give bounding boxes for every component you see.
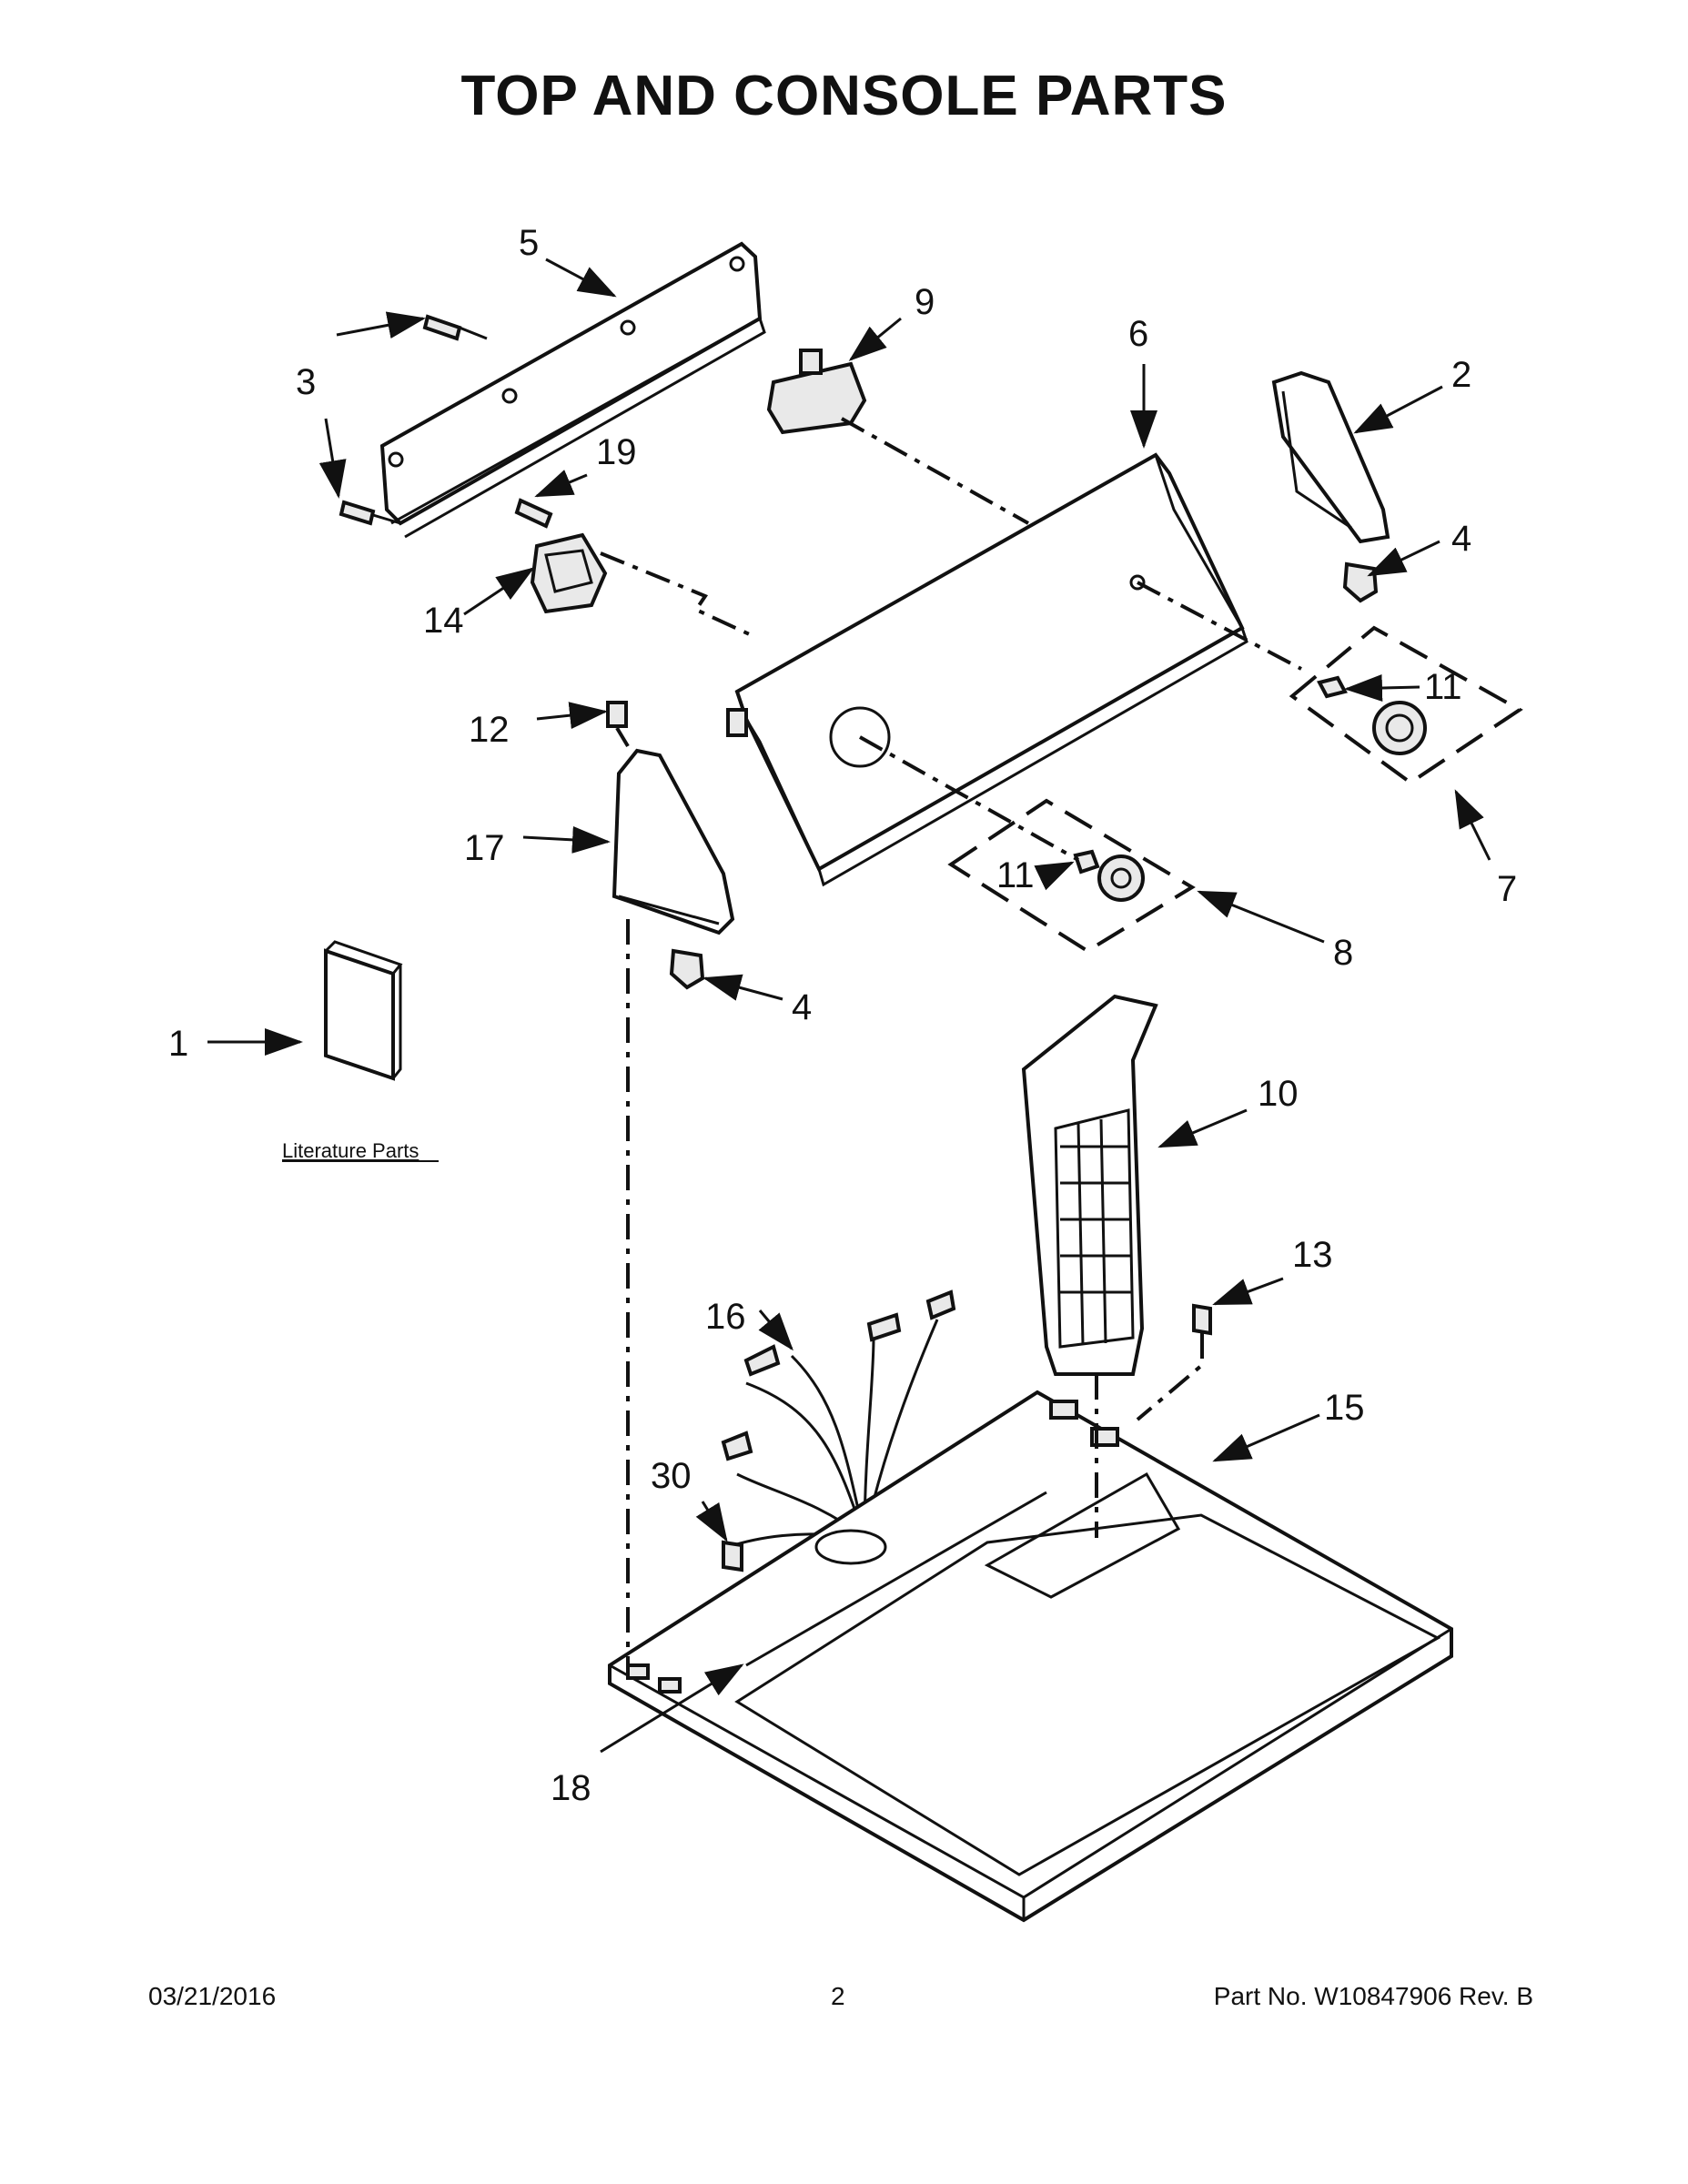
part-16-wire-harness [721, 1289, 956, 1549]
callout-19: 19 [596, 432, 637, 472]
part-7-knob-kit [1289, 625, 1523, 785]
callout-9: 9 [915, 282, 935, 322]
callout-11-right: 11 [1424, 667, 1462, 707]
part-5-rear-panel [379, 241, 766, 539]
part-14-timer [530, 532, 608, 614]
part-15-top-panel [608, 1390, 1453, 1923]
callout-11-center: 11 [996, 855, 1035, 895]
callout-16: 16 [705, 1297, 746, 1337]
footer-page-number: 2 [831, 1982, 845, 2010]
callout-15: 15 [1324, 1388, 1365, 1428]
callout-13: 13 [1292, 1235, 1333, 1275]
part-12-screw [606, 701, 628, 728]
page-title: TOP AND CONSOLE PARTS [460, 65, 1228, 127]
part-1-literature [324, 940, 403, 1081]
callout-3: 3 [296, 362, 316, 402]
callout-8: 8 [1333, 933, 1353, 973]
callout-6: 6 [1128, 314, 1148, 354]
part-9-switch [766, 349, 867, 435]
part-3-screws [339, 314, 488, 526]
callout-10: 10 [1258, 1074, 1299, 1114]
callout-labels: 5 3 9 6 2 19 4 14 11 12 17 11 7 8 4 1 10… [168, 223, 1517, 1808]
part-13-screw [1192, 1303, 1212, 1336]
part-30-screw [722, 1540, 743, 1572]
assembly-lines [600, 417, 1302, 1674]
part-17-left-end-cap [612, 748, 735, 935]
callout-17: 17 [464, 828, 505, 868]
callout-4-top: 4 [1451, 519, 1471, 559]
callout-2: 2 [1451, 355, 1471, 395]
callout-7: 7 [1497, 869, 1517, 909]
callout-18: 18 [551, 1768, 591, 1808]
footer-date: 03/21/2016 [148, 1982, 277, 2010]
callout-1: 1 [168, 1024, 188, 1064]
callout-30: 30 [651, 1456, 692, 1496]
part-19-screw [514, 498, 553, 529]
callout-12: 12 [469, 710, 510, 750]
literature-parts-label: Literature Parts [282, 1139, 419, 1162]
callout-4-bottom: 4 [792, 987, 812, 1027]
footer-part-number: Part No. W10847906 Rev. B [1213, 1982, 1533, 2010]
part-10-lint-screen [1021, 994, 1158, 1376]
part-6-console [726, 452, 1248, 887]
part-8-knob-kit [947, 798, 1196, 954]
callout-5: 5 [519, 223, 539, 263]
part-2-right-end-cap [1271, 370, 1390, 544]
leader-lines [207, 258, 1491, 1754]
callout-14: 14 [423, 601, 464, 641]
